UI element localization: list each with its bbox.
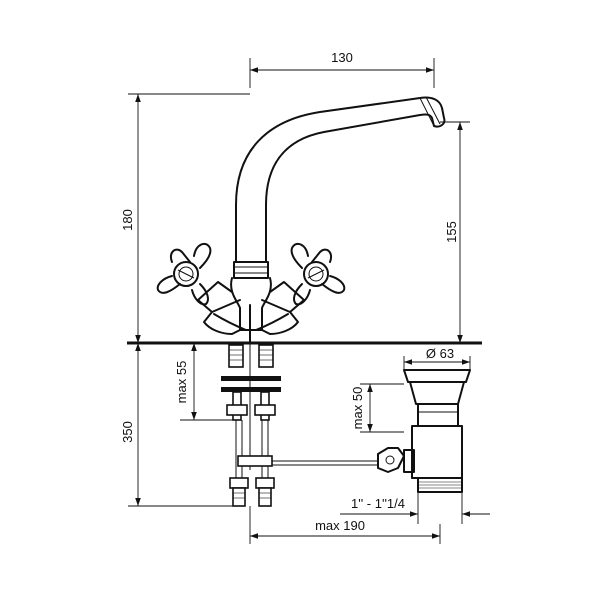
dimension-waste-thread: 1'' - 1''1/4 <box>340 492 490 524</box>
dim-label-pipe-length: 350 <box>120 421 135 443</box>
dimension-waste-diameter: Ø 63 <box>403 346 471 370</box>
below-deck-fittings <box>221 343 378 507</box>
dimension-spout-reach: 130 <box>249 50 435 88</box>
dim-label-waste-max-height: max 50 <box>350 387 365 430</box>
dim-label-max-width: max 190 <box>315 518 365 533</box>
dim-label-waste-diameter: Ø 63 <box>426 346 454 361</box>
dim-label-spout-height: 155 <box>444 221 459 243</box>
dimension-waste-max-height: max 50 <box>350 383 404 433</box>
dim-label-waste-thread: 1'' - 1''1/4 <box>351 496 405 511</box>
dimension-spout-height: 155 <box>440 121 470 343</box>
dimension-pipe-length: 350 <box>120 343 236 507</box>
right-cross-handle <box>290 242 346 306</box>
dim-label-total-height: 180 <box>120 209 135 231</box>
dimension-total-height: 180 <box>120 93 250 343</box>
faucet-body <box>197 96 446 344</box>
dim-label-below-deck-max: max 55 <box>174 361 189 404</box>
dimension-below-deck-max: max 55 <box>174 343 236 421</box>
dim-label-spout-reach: 130 <box>331 50 353 65</box>
dimension-max-width: max 190 <box>249 506 441 544</box>
waste-assembly <box>377 369 471 493</box>
left-cross-handle <box>156 242 212 306</box>
